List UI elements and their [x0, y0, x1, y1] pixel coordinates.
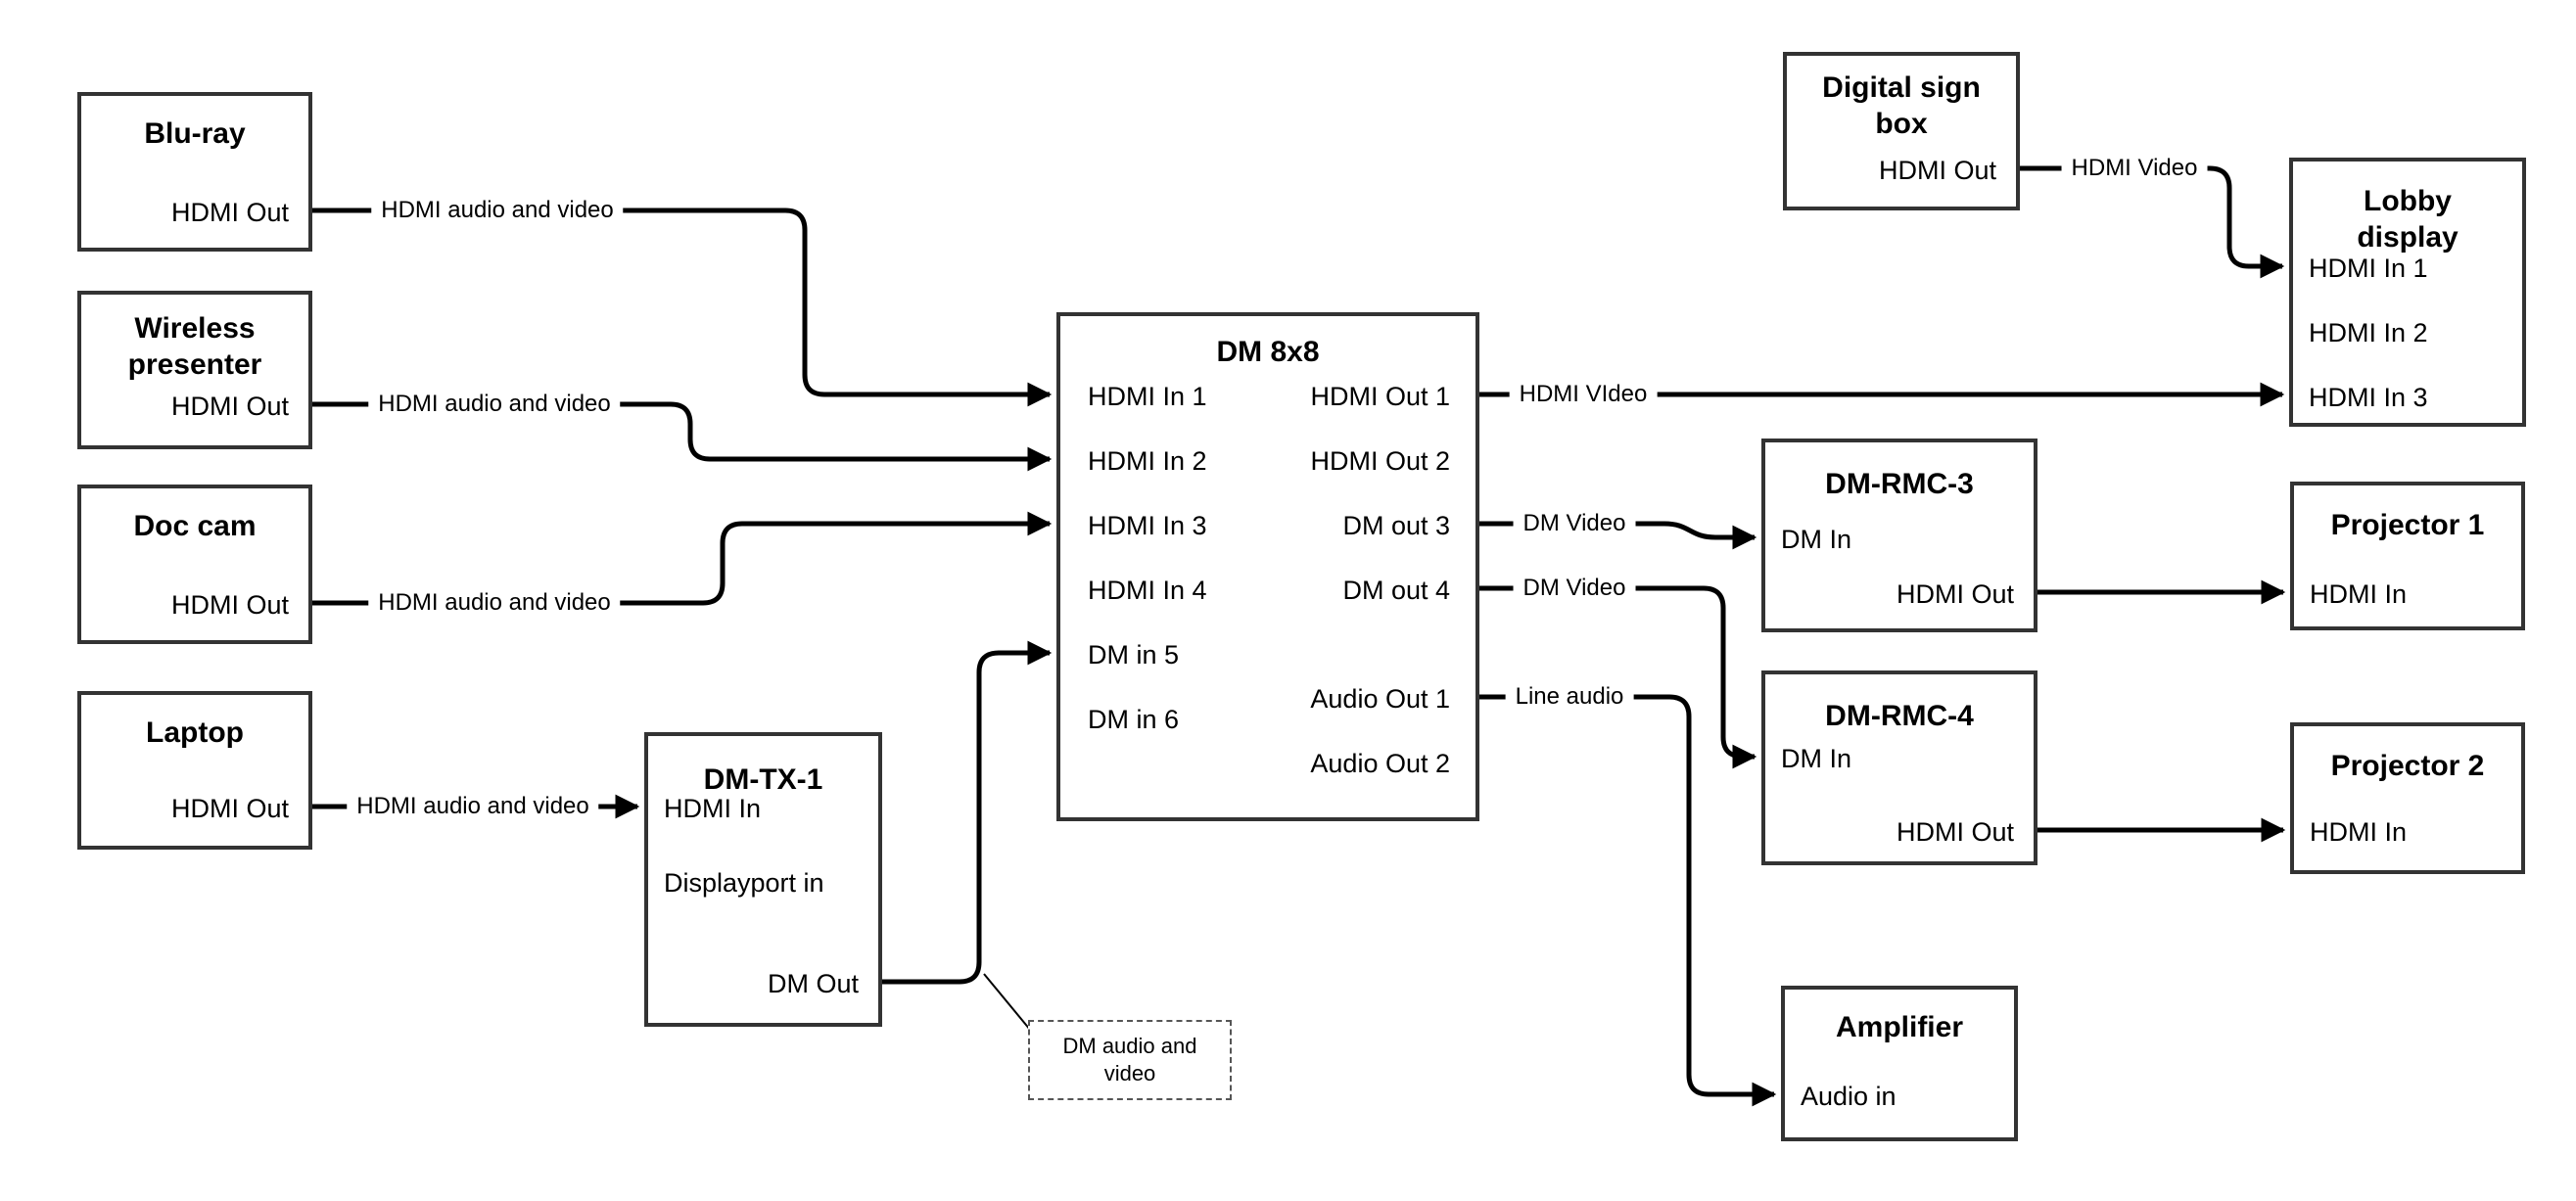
- node-title-dm-rmc-3: DM-RMC-3: [1825, 468, 1974, 500]
- edge-label-bluray-to-dm8x8: HDMI audio and video: [371, 195, 624, 226]
- edge-label-doccam-to-dm8x8: HDMI audio and video: [368, 587, 621, 619]
- node-projector-2: Projector 2 HDMI In: [2290, 722, 2525, 874]
- port-lobby-display-hdmi-in-2: HDMI In 2: [2309, 318, 2428, 347]
- edge-label-dm8x8-to-lobby: HDMI VIdeo: [1509, 379, 1658, 410]
- edge-label-laptop-to-dmtx1: HDMI audio and video: [347, 791, 599, 822]
- node-projector-1: Projector 1 HDMI In: [2290, 482, 2525, 630]
- edge-wireless-to-dm8x8: [312, 401, 1053, 472]
- edge-bluray-to-dm8x8: [312, 208, 1053, 407]
- edge-doccam-to-dm8x8: [312, 511, 1053, 606]
- node-dm-rmc-3: DM-RMC-3 DM In HDMI Out: [1761, 439, 2037, 632]
- node-title-lobby-display: Lobby display: [2357, 185, 2459, 254]
- edge-signbox-to-lobby: [2020, 165, 2285, 279]
- node-title-dm-tx-1: DM-TX-1: [703, 763, 823, 796]
- edge-dm8x8-to-amp: [1479, 694, 1777, 1107]
- callout-dm-audio-and-video: DM audio and video: [1028, 1020, 1232, 1100]
- node-title-dm-rmc-4: DM-RMC-4: [1825, 700, 1974, 732]
- node-title-projector-1: Projector 1: [2330, 509, 2485, 541]
- node-title-doc-cam: Doc cam: [133, 510, 257, 542]
- port-dm-8x8-dm-in-5: DM in 5: [1088, 640, 1180, 670]
- port-dm-rmc-3-hdmi-out: HDMI Out: [1896, 579, 2014, 609]
- port-lobby-display-hdmi-in-3: HDMI In 3: [2309, 383, 2428, 412]
- port-dm-rmc-3-dm-in: DM In: [1781, 525, 1852, 554]
- port-dm-8x8-hdmi-out-2: HDMI Out 2: [1310, 446, 1450, 476]
- edge-dm8x8-to-rmc4: [1479, 585, 1757, 769]
- port-amplifier-audio-in: Audio in: [1801, 1082, 1897, 1111]
- port-dm-8x8-dm-out-3: DM out 3: [1342, 511, 1450, 540]
- port-dm-tx-1-dm-out: DM Out: [767, 969, 859, 998]
- edge-dm8x8-to-rmc3: [1479, 521, 1757, 550]
- port-blu-ray-hdmi-out: HDMI Out: [170, 198, 289, 227]
- port-laptop-hdmi-out: HDMI Out: [170, 794, 289, 823]
- port-dm-8x8-hdmi-in-3: HDMI In 3: [1088, 511, 1207, 540]
- edge-label-dm8x8-to-rmc3: DM Video: [1513, 508, 1636, 539]
- port-dm-8x8-dm-out-4: DM out 4: [1342, 576, 1450, 605]
- port-dm-8x8-audio-out-2: Audio Out 2: [1310, 749, 1450, 778]
- edge-label-signbox-to-lobby: HDMI Video: [2061, 153, 2208, 184]
- port-dm-tx-1-displayport-in: Displayport in: [664, 868, 824, 898]
- port-dm-rmc-4-hdmi-out: HDMI Out: [1896, 817, 2014, 847]
- port-dm-tx-1-hdmi-in: HDMI In: [664, 794, 762, 823]
- port-doc-cam-hdmi-out: HDMI Out: [170, 590, 289, 620]
- edge-label-dm8x8-to-rmc4: DM Video: [1513, 573, 1636, 604]
- port-dm-8x8-hdmi-in-2: HDMI In 2: [1088, 446, 1207, 476]
- node-dm-rmc-4: DM-RMC-4 DM In HDMI Out: [1761, 670, 2037, 865]
- port-dm-8x8-audio-out-1: Audio Out 1: [1310, 684, 1450, 714]
- node-title-laptop: Laptop: [146, 716, 244, 749]
- edge-dmtx1-to-dm8x8: [882, 640, 1053, 985]
- port-digital-sign-box-hdmi-out: HDMI Out: [1878, 156, 1996, 185]
- node-title-blu-ray: Blu-ray: [144, 117, 246, 150]
- port-wireless-presenter-hdmi-out: HDMI Out: [170, 392, 289, 421]
- edge-label-wireless-to-dm8x8: HDMI audio and video: [368, 389, 621, 420]
- edge-label-dm8x8-to-amp: Line audio: [1505, 681, 1634, 713]
- port-dm-8x8-hdmi-out-1: HDMI Out 1: [1310, 382, 1450, 411]
- callout-leader-line: [983, 973, 1036, 1037]
- port-dm-8x8-dm-in-6: DM in 6: [1088, 705, 1180, 734]
- node-title-projector-2: Projector 2: [2330, 750, 2485, 782]
- port-projector-1-hdmi-in: HDMI In: [2310, 579, 2408, 609]
- callout-text: DM audio and video: [1062, 1034, 1197, 1086]
- node-title-digital-sign-box: Digital sign box: [1822, 71, 1981, 140]
- node-title-wireless-presenter: Wireless presenter: [127, 312, 262, 381]
- port-dm-8x8-hdmi-in-1: HDMI In 1: [1088, 382, 1207, 411]
- port-lobby-display-hdmi-in-1: HDMI In 1: [2309, 254, 2428, 283]
- port-dm-8x8-hdmi-in-4: HDMI In 4: [1088, 576, 1207, 605]
- node-title-dm-8x8: DM 8x8: [1216, 336, 1320, 368]
- port-projector-2-hdmi-in: HDMI In: [2310, 817, 2408, 847]
- port-dm-rmc-4-dm-in: DM In: [1781, 744, 1852, 773]
- node-title-amplifier: Amplifier: [1835, 1011, 1964, 1043]
